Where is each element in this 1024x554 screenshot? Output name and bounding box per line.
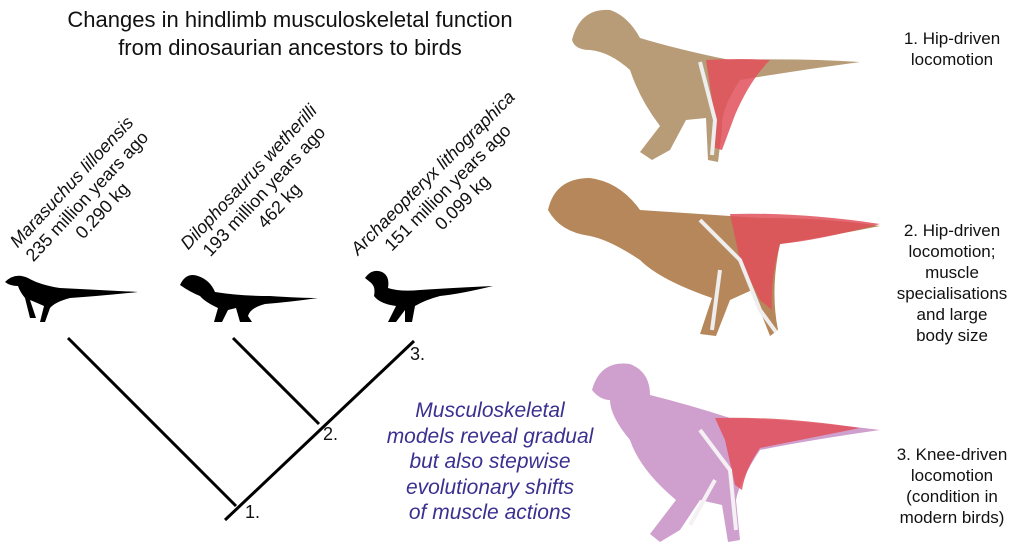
caption-line: 1. Hip-driven bbox=[903, 29, 1001, 48]
marasuchus-silhouette bbox=[5, 275, 138, 322]
caption-line: (condition in bbox=[906, 487, 998, 506]
caption-line: locomotion bbox=[910, 50, 994, 69]
caption-line: locomotion; bbox=[908, 242, 996, 261]
archaeopteryx-silhouette bbox=[365, 270, 493, 322]
branch-main bbox=[223, 339, 416, 522]
title-line-2: from dinosaurian ancestors to birds bbox=[118, 35, 462, 60]
dilophosaurus-silhouette bbox=[180, 275, 318, 322]
summary-line: Musculoskeletal bbox=[415, 399, 565, 422]
caption-line: body size bbox=[916, 326, 988, 345]
taxon-label-archaeopteryx: Archaeopteryx lithographica 151 million … bbox=[346, 87, 519, 260]
title-line-1: Changes in hindlimb musculoskeletal func… bbox=[67, 7, 513, 32]
taxon-label-marasuchus: Marasuchus lilloensis 235 million years … bbox=[6, 113, 153, 266]
node-label-3: 3. bbox=[410, 344, 426, 364]
taxon-name: Archaeopteryx lithographica bbox=[346, 87, 519, 260]
figure-title: Changes in hindlimb musculoskeletal func… bbox=[0, 6, 580, 62]
caption-knee-driven: 3. Knee-driven locomotion (condition in … bbox=[880, 444, 1024, 528]
branch-marasuchus bbox=[66, 336, 238, 508]
summary-line: models reveal gradual bbox=[386, 424, 594, 448]
caption-hip-driven: 1. Hip-driven locomotion bbox=[880, 28, 1024, 70]
caption-line: 3. Knee-driven bbox=[896, 445, 1008, 464]
caption-line: and large bbox=[916, 305, 988, 324]
branch-dilophosaurus bbox=[231, 336, 321, 426]
taxon-age: 235 million years ago bbox=[22, 127, 153, 265]
taxon-age: 193 million years ago bbox=[199, 122, 330, 260]
node-label-1: 1. bbox=[245, 502, 261, 522]
caption-line: 2. Hip-driven bbox=[903, 221, 1001, 240]
taxon-name: Dilophosaurus wetherilli bbox=[176, 100, 321, 253]
taxon-age: 151 million years ago bbox=[380, 120, 514, 254]
caption-line: specialisations bbox=[896, 284, 1008, 303]
taxon-label-dilophosaurus: Dilophosaurus wetherilli 193 million yea… bbox=[176, 100, 330, 260]
node-label-2: 2. bbox=[323, 424, 339, 444]
caption-line: locomotion bbox=[910, 466, 994, 485]
summary-line: but also stepwise bbox=[409, 450, 571, 473]
summary-text: Musculoskeletal models reveal gradual bu… bbox=[380, 398, 600, 526]
caption-line: muscle bbox=[925, 263, 979, 282]
cladogram bbox=[66, 336, 416, 522]
dilophosaurus-illustration bbox=[548, 178, 880, 336]
summary-line: evolutionary shifts bbox=[405, 475, 575, 499]
summary-line: of muscle actions bbox=[408, 501, 572, 524]
caption-line: modern birds) bbox=[899, 508, 1005, 527]
caption-hip-driven-large: 2. Hip-driven locomotion; muscle special… bbox=[880, 220, 1024, 346]
archaeopteryx-illustration bbox=[592, 363, 880, 542]
marasuchus-illustration bbox=[572, 9, 860, 162]
